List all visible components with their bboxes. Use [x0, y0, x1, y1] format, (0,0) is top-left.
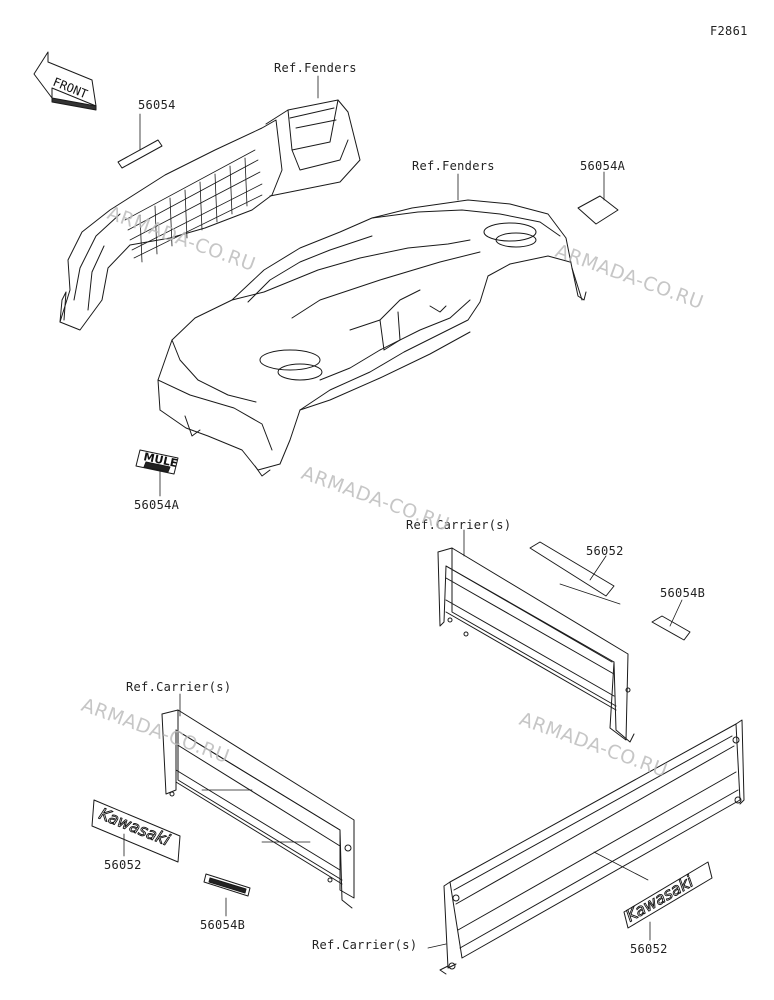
kawasaki-decal-text-bottom: Kawasaki: [623, 871, 697, 925]
carrier-side-panel-top: [437, 547, 635, 743]
decal-56052-top: [529, 541, 615, 597]
decal-56054b-right: [651, 615, 691, 641]
label-ref-carriers-left: Ref.Carrier(s): [126, 680, 232, 694]
label-ref-fenders-rear: Ref.Fenders: [412, 159, 495, 173]
rear-body-deck: [157, 199, 587, 477]
front-direction-arrow: FRONT: [33, 51, 97, 111]
decal-56054a-right: [577, 195, 619, 225]
label-part-56054a-left: 56054A: [134, 498, 180, 512]
label-part-56052-left: 56052: [104, 858, 142, 872]
label-part-56054: 56054: [138, 98, 176, 112]
label-part-56054b-right: 56054B: [660, 586, 706, 600]
front-grille-assembly: [59, 99, 361, 331]
carrier-side-panel-left: [161, 709, 355, 909]
decal-mule-emblem: MULE: [135, 449, 179, 475]
label-part-56052-top: 56052: [586, 544, 624, 558]
figure-code: F2861: [710, 24, 748, 38]
label-ref-carriers-bottom: Ref.Carrier(s): [312, 938, 418, 952]
label-ref-carriers-top: Ref.Carrier(s): [406, 518, 512, 532]
label-part-56052-bottom: 56052: [630, 942, 668, 956]
decal-kawasaki-bottom: Kawasaki: [622, 861, 713, 929]
decal-56054b-left: [203, 873, 251, 897]
decal-56054-strip: [117, 139, 163, 169]
label-part-56054a-right: 56054A: [580, 159, 626, 173]
label-ref-fenders-front: Ref.Fenders: [274, 61, 357, 75]
label-part-56054b-left: 56054B: [200, 918, 246, 932]
leader-lines: [123, 75, 683, 949]
carrier-tailgate: [439, 719, 745, 975]
decal-kawasaki-left: Kawasaki: [91, 799, 181, 863]
